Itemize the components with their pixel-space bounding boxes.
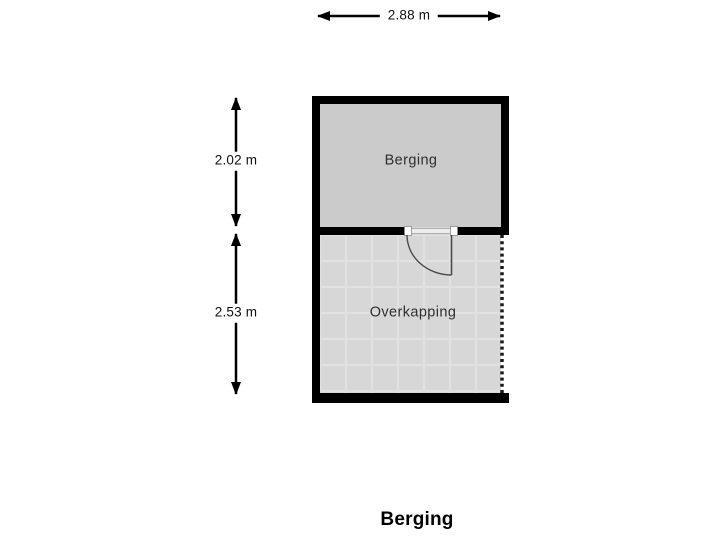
width-dimension-label: 2.88 m (379, 6, 439, 26)
wall-bottom (312, 393, 509, 403)
overkapping-room-floor (320, 235, 501, 393)
door-swing-arc (406, 234, 452, 276)
door-threshold-lines (405, 227, 457, 235)
door-jamb-left (404, 226, 412, 236)
wall-internal-left (312, 227, 405, 235)
door-opening (405, 227, 457, 235)
berging-room-floor (320, 104, 501, 227)
wall-left (312, 96, 320, 403)
door-jamb-right (450, 226, 458, 236)
overkapping-room-label: Overkapping (369, 304, 457, 321)
overkapping-depth-dimension-label: 2.53 m (206, 303, 266, 323)
wall-right (501, 96, 509, 235)
wall-top (312, 96, 509, 104)
wall-internal-right (457, 227, 509, 235)
berging-room-label: Berging (384, 152, 438, 169)
berging-depth-dimension-label: 2.02 m (206, 151, 266, 171)
floorplan-title: Berging (380, 509, 454, 531)
